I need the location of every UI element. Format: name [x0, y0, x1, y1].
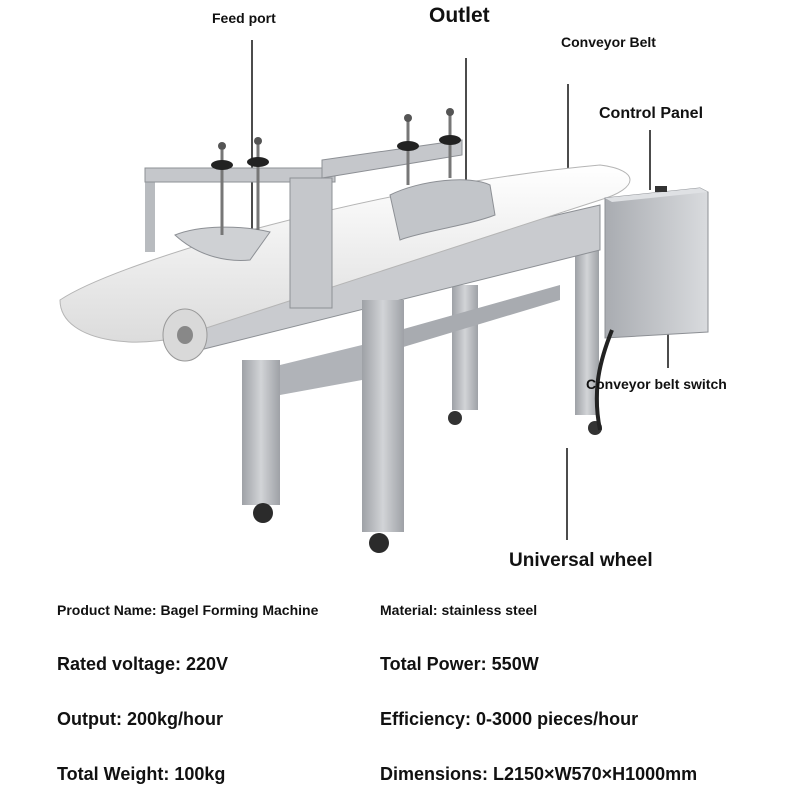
- spec-total-weight: Total Weight: 100kg: [57, 764, 226, 784]
- back-legs: [448, 235, 602, 435]
- spec-material: Material: stainless steel: [380, 602, 538, 618]
- spec-total-power: Total Power: 550W: [380, 654, 539, 674]
- front-legs: [242, 300, 404, 553]
- outlet-assembly: [321, 108, 496, 241]
- spec-list: Product Name: Bagel Forming Machine Mate…: [0, 596, 800, 800]
- spec-efficiency: Efficiency: 0-3000 pieces/hour: [380, 709, 639, 729]
- machine-illustration: Feed port Outlet Conveyor Belt Control P…: [59, 4, 727, 571]
- spec-product-name: Product Name: Bagel Forming Machine: [57, 602, 319, 618]
- callout-feed-port: Feed port: [212, 10, 276, 26]
- spec-rated-voltage: Rated voltage: 220V: [57, 654, 229, 674]
- bagel-forming-machine-drawing: [59, 40, 709, 553]
- callout-conveyor-belt: Conveyor Belt: [561, 34, 656, 50]
- callout-control-panel: Control Panel: [599, 105, 704, 122]
- spec-output: Output: 200kg/hour: [57, 709, 223, 729]
- callout-belt-switch: Conveyor belt switch: [586, 376, 727, 392]
- callout-universal-wheel: Universal wheel: [509, 550, 653, 571]
- cross-bar: [400, 285, 560, 348]
- roller-axle: [177, 326, 193, 344]
- feed-port-frame: [144, 137, 336, 309]
- spec-dimensions: Dimensions: L2150×W570×H1000mm: [380, 764, 698, 784]
- callout-outlet: Outlet: [429, 4, 490, 27]
- control-panel-box: [594, 186, 709, 431]
